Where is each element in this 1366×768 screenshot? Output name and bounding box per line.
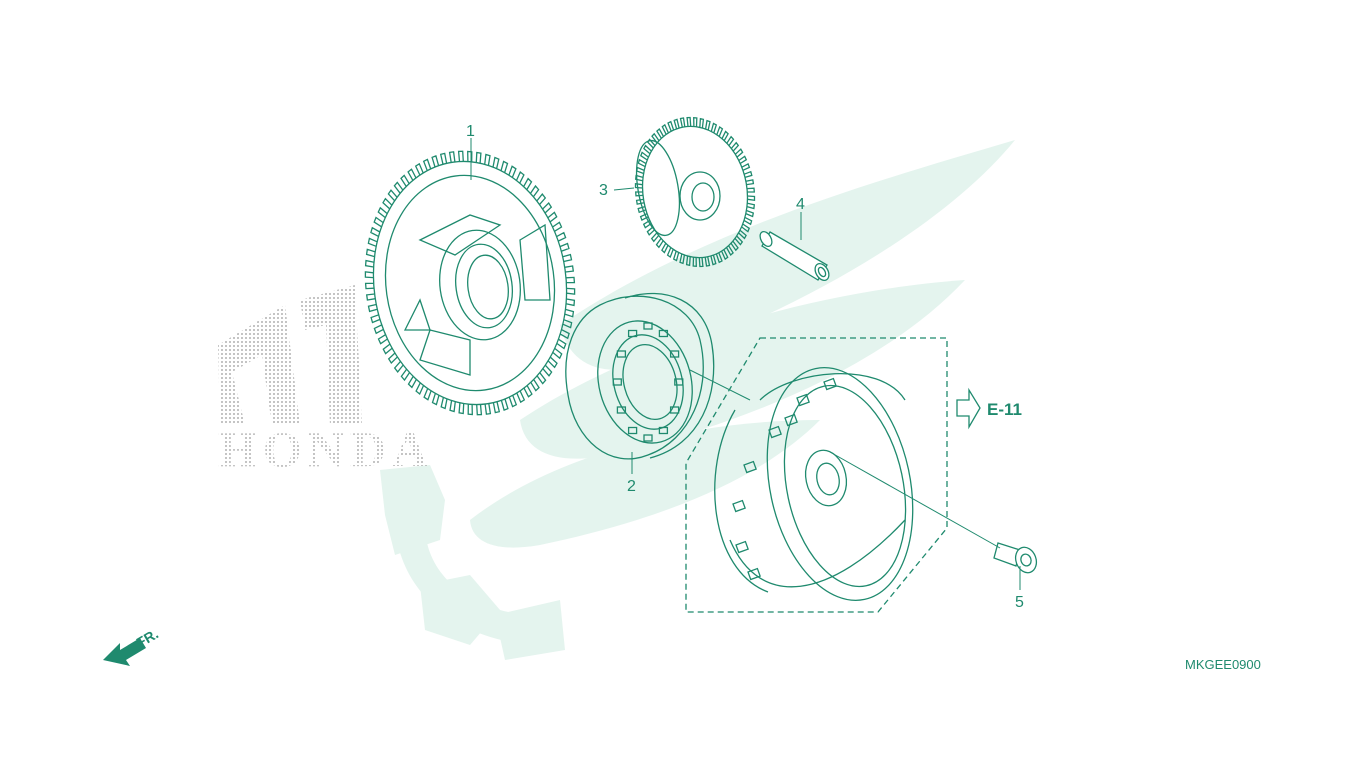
honda-logo-watermark: HONDA <box>218 285 434 477</box>
callouts <box>470 138 1021 590</box>
idle-gear-shaft <box>759 230 830 282</box>
front-arrow-icon <box>103 638 146 666</box>
flywheel <box>685 337 948 613</box>
flywheel-bolt <box>993 542 1038 574</box>
starter-idle-gear <box>634 116 756 268</box>
callout-2: 2 <box>627 478 636 495</box>
assembly-lines <box>689 369 1001 549</box>
callout-4: 4 <box>796 196 805 213</box>
brand-watermark-text: HONDA <box>218 421 434 477</box>
callout-1: 1 <box>466 123 475 140</box>
starter-clutch <box>565 292 715 460</box>
callout-3: 3 <box>599 182 608 199</box>
drawing-code: MKGEE0900 <box>1185 657 1261 672</box>
reference-label[interactable]: E-11 <box>987 400 1022 419</box>
gear-watermark <box>380 465 565 660</box>
starter-driven-gear <box>364 150 576 416</box>
reference-arrow-icon <box>956 387 981 430</box>
honda-wing-watermark <box>470 140 1015 548</box>
callout-5: 5 <box>1015 594 1024 611</box>
